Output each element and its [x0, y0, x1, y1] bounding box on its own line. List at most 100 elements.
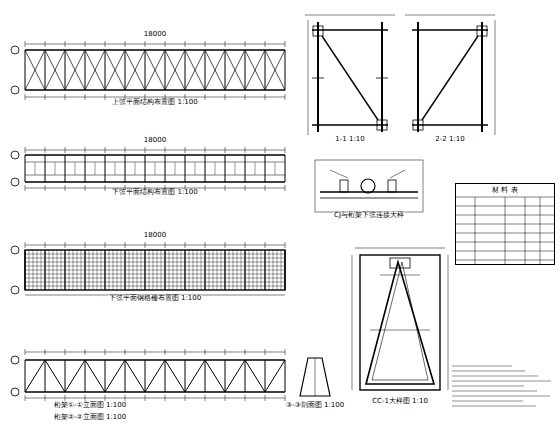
- member-line: [475, 197, 476, 265]
- member-line: [255, 162, 256, 175]
- member-line: [45, 50, 46, 90]
- member-line: [285, 360, 286, 392]
- member-line: [25, 50, 26, 90]
- member-line: [175, 162, 176, 175]
- member-line: [35, 162, 36, 175]
- member-line: [245, 155, 246, 182]
- member-line: [265, 360, 285, 392]
- member-line: [205, 155, 206, 182]
- member-line: [84, 250, 85, 290]
- member-line: [65, 50, 85, 90]
- member-line: [145, 360, 165, 392]
- drawing-title: 下弦平面钢格栅布置图 1:100: [108, 295, 202, 303]
- member-line: [135, 162, 136, 175]
- member-line: [25, 274, 285, 275]
- member-line: [205, 250, 206, 290]
- member-line: [25, 50, 45, 90]
- member-line: [285, 155, 286, 182]
- member-line: [25, 266, 285, 267]
- member-line: [164, 250, 165, 290]
- member-line: [185, 360, 186, 392]
- drawing-title: 桁架②-②立面图 1:100: [53, 414, 127, 422]
- member-line: [205, 360, 225, 392]
- member-line: [65, 50, 66, 90]
- member-line: [225, 360, 245, 392]
- dimension: 18000: [143, 31, 167, 39]
- member-line: [225, 155, 226, 182]
- member-line: [265, 50, 266, 90]
- member-line: [205, 50, 225, 90]
- member-line: [145, 50, 165, 90]
- member-line: [184, 250, 185, 290]
- member-line: [452, 406, 536, 407]
- member-line: [185, 250, 186, 290]
- member-line: [25, 360, 45, 392]
- member-line: [452, 376, 538, 377]
- member-line: [25, 254, 285, 255]
- member-line: [205, 50, 225, 90]
- member-line: [265, 50, 285, 90]
- member-line: [85, 360, 86, 392]
- member-line: [125, 250, 126, 290]
- member-line: [155, 162, 156, 175]
- member-line: [165, 50, 166, 90]
- member-line: [25, 270, 285, 271]
- member-line: [25, 282, 285, 283]
- member-line: [105, 50, 125, 90]
- member-line: [125, 360, 126, 392]
- member-line: [245, 360, 265, 392]
- detail-title: CC-1大样图 1:10: [371, 398, 429, 406]
- member-line: [165, 50, 185, 90]
- member-line: [185, 360, 205, 392]
- member-line: [452, 381, 551, 382]
- member-line: [195, 162, 196, 175]
- member-line: [145, 250, 146, 290]
- member-line: [265, 360, 266, 392]
- section-title: 1-1 1:10: [334, 136, 365, 144]
- member-line: [165, 360, 185, 392]
- member-line: [245, 50, 265, 90]
- truss-plans: [25, 41, 285, 401]
- member-line: [265, 155, 266, 182]
- member-line: [165, 50, 185, 90]
- member-line: [244, 250, 245, 290]
- member-line: [55, 162, 56, 175]
- member-line: [45, 360, 46, 392]
- member-line: [540, 197, 541, 265]
- member-line: [264, 250, 265, 290]
- member-line: [452, 396, 550, 397]
- member-line: [25, 258, 285, 259]
- member-line: [245, 250, 246, 290]
- member-line: [205, 360, 206, 392]
- member-line: [225, 360, 226, 392]
- member-line: [144, 250, 145, 290]
- member-line: [245, 360, 246, 392]
- member-line: [224, 250, 225, 290]
- member-line: [145, 50, 165, 90]
- member-line: [85, 155, 86, 182]
- member-line: [225, 250, 226, 290]
- material-table: 材 料 表: [455, 183, 555, 265]
- member-line: [25, 155, 26, 182]
- member-line: [105, 50, 125, 90]
- member-line: [452, 371, 525, 372]
- table-title: 材 料 表: [456, 184, 554, 194]
- dimension: 18000: [143, 137, 167, 145]
- member-line: [85, 50, 105, 90]
- member-line: [65, 360, 85, 392]
- member-line: [285, 50, 286, 90]
- member-line: [25, 262, 285, 263]
- member-line: [125, 50, 126, 90]
- member-line: [165, 360, 166, 392]
- member-line: [225, 50, 245, 90]
- member-line: [225, 50, 226, 90]
- member-line: [105, 50, 106, 90]
- member-line: [104, 250, 105, 290]
- member-line: [505, 197, 506, 265]
- member-line: [65, 155, 66, 182]
- member-line: [95, 162, 96, 175]
- member-line: [64, 250, 65, 290]
- member-line: [105, 155, 106, 182]
- member-line: [85, 50, 86, 90]
